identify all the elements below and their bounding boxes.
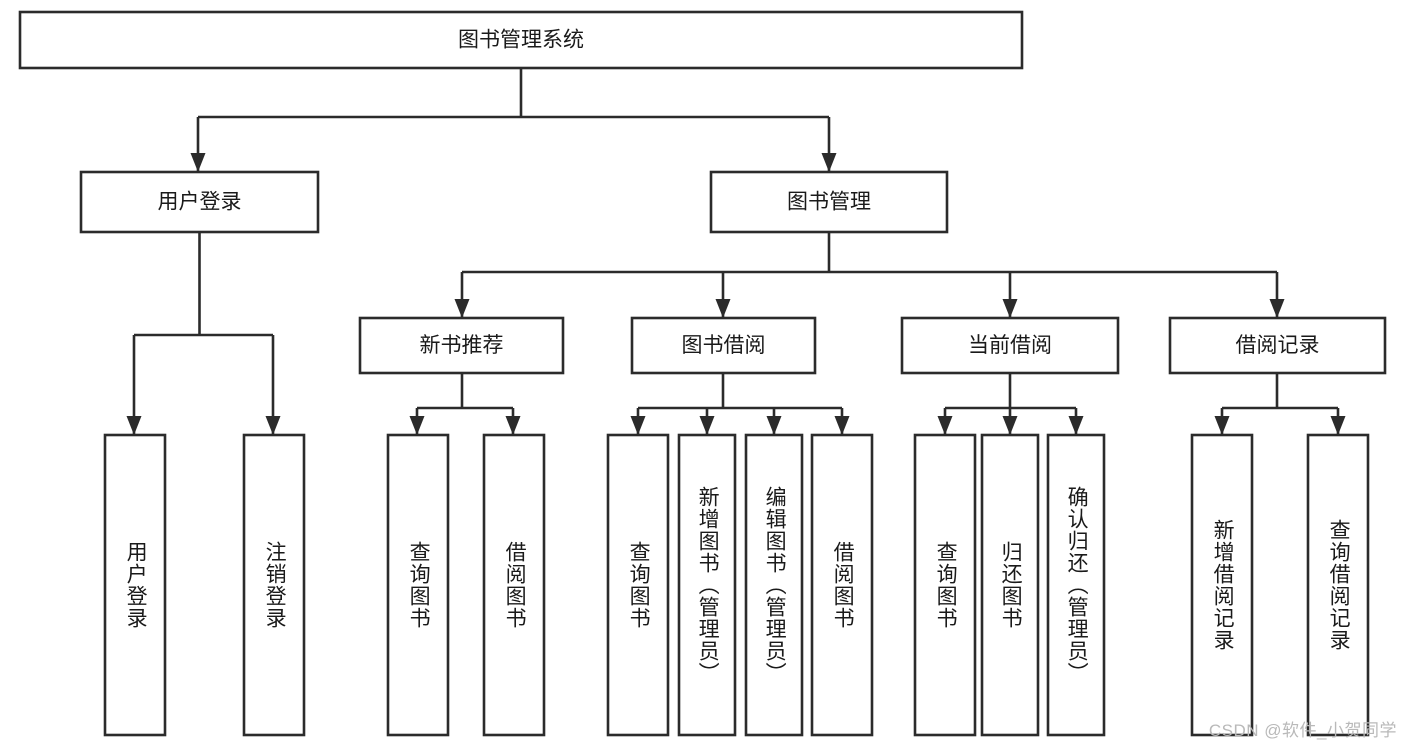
node-level1-0-label: 用户登录 — [158, 191, 242, 214]
node-level2-1-box[interactable] — [630, 316, 817, 375]
arrow-head-icon — [937, 416, 953, 435]
leaf-node-12-box[interactable] — [1306, 433, 1370, 737]
node-level2-0[interactable]: 新书推荐 — [358, 316, 565, 375]
arrow-head-icon — [834, 416, 850, 435]
arrow-head-icon — [265, 416, 281, 435]
leaf-node-2-box[interactable] — [386, 433, 450, 737]
node-level1-1-box[interactable] — [709, 170, 949, 234]
arrow-head-icon — [1269, 299, 1285, 318]
arrow-head-icon — [1330, 416, 1346, 435]
node-root-label: 图书管理系统 — [458, 29, 584, 52]
leaf-node-1-box[interactable] — [242, 433, 306, 737]
arrow-head-icon — [715, 299, 731, 318]
leaf-node-6-box[interactable] — [744, 433, 804, 737]
arrow-head-icon — [190, 153, 206, 172]
node-level2-3-label: 借阅记录 — [1236, 334, 1320, 357]
leaf-node-7-box[interactable] — [810, 433, 874, 737]
node-level2-1-label: 图书借阅 — [682, 334, 766, 357]
leaf-node-8-box[interactable] — [913, 433, 977, 737]
arrow-head-icon — [126, 416, 142, 435]
node-level2-3[interactable]: 借阅记录 — [1168, 316, 1387, 375]
node-level1-1-label: 图书管理 — [787, 191, 871, 214]
leaf-node-11-box[interactable] — [1190, 433, 1254, 737]
node-level2-1[interactable]: 图书借阅 — [630, 316, 817, 375]
arrow-head-icon — [821, 153, 837, 172]
arrow-head-icon — [1002, 299, 1018, 318]
node-level2-2-box[interactable] — [900, 316, 1120, 375]
node-level1-1[interactable]: 图书管理 — [709, 170, 949, 234]
node-level1-0-box[interactable] — [79, 170, 320, 234]
arrow-head-icon — [1214, 416, 1230, 435]
connector-lines — [126, 68, 1346, 435]
arrow-head-icon — [1068, 416, 1084, 435]
node-root-box[interactable] — [18, 10, 1024, 70]
leaf-node-0-box[interactable] — [103, 433, 167, 737]
leaf-node-9-box[interactable] — [980, 433, 1040, 737]
arrow-head-icon — [766, 416, 782, 435]
arrow-head-icon — [454, 299, 470, 318]
node-level2-2[interactable]: 当前借阅 — [900, 316, 1120, 375]
node-level2-2-label: 当前借阅 — [968, 334, 1052, 357]
leaf-node-5-box[interactable] — [677, 433, 737, 737]
arrow-head-icon — [1002, 416, 1018, 435]
node-level1-0[interactable]: 用户登录 — [79, 170, 320, 234]
arrow-head-icon — [409, 416, 425, 435]
arrow-head-icon — [630, 416, 646, 435]
node-level2-0-label: 新书推荐 — [420, 334, 504, 357]
watermark-text: CSDN @软件_小贺同学 — [1208, 721, 1397, 740]
leaf-node-4-box[interactable] — [606, 433, 670, 737]
leaf-node-10-box[interactable] — [1046, 433, 1106, 737]
node-level2-3-box[interactable] — [1168, 316, 1387, 375]
node-root[interactable]: 图书管理系统 — [18, 10, 1024, 70]
node-level2-0-box[interactable] — [358, 316, 565, 375]
arrow-head-icon — [505, 416, 521, 435]
arrow-head-icon — [699, 416, 715, 435]
leaf-node-3-box[interactable] — [482, 433, 546, 737]
